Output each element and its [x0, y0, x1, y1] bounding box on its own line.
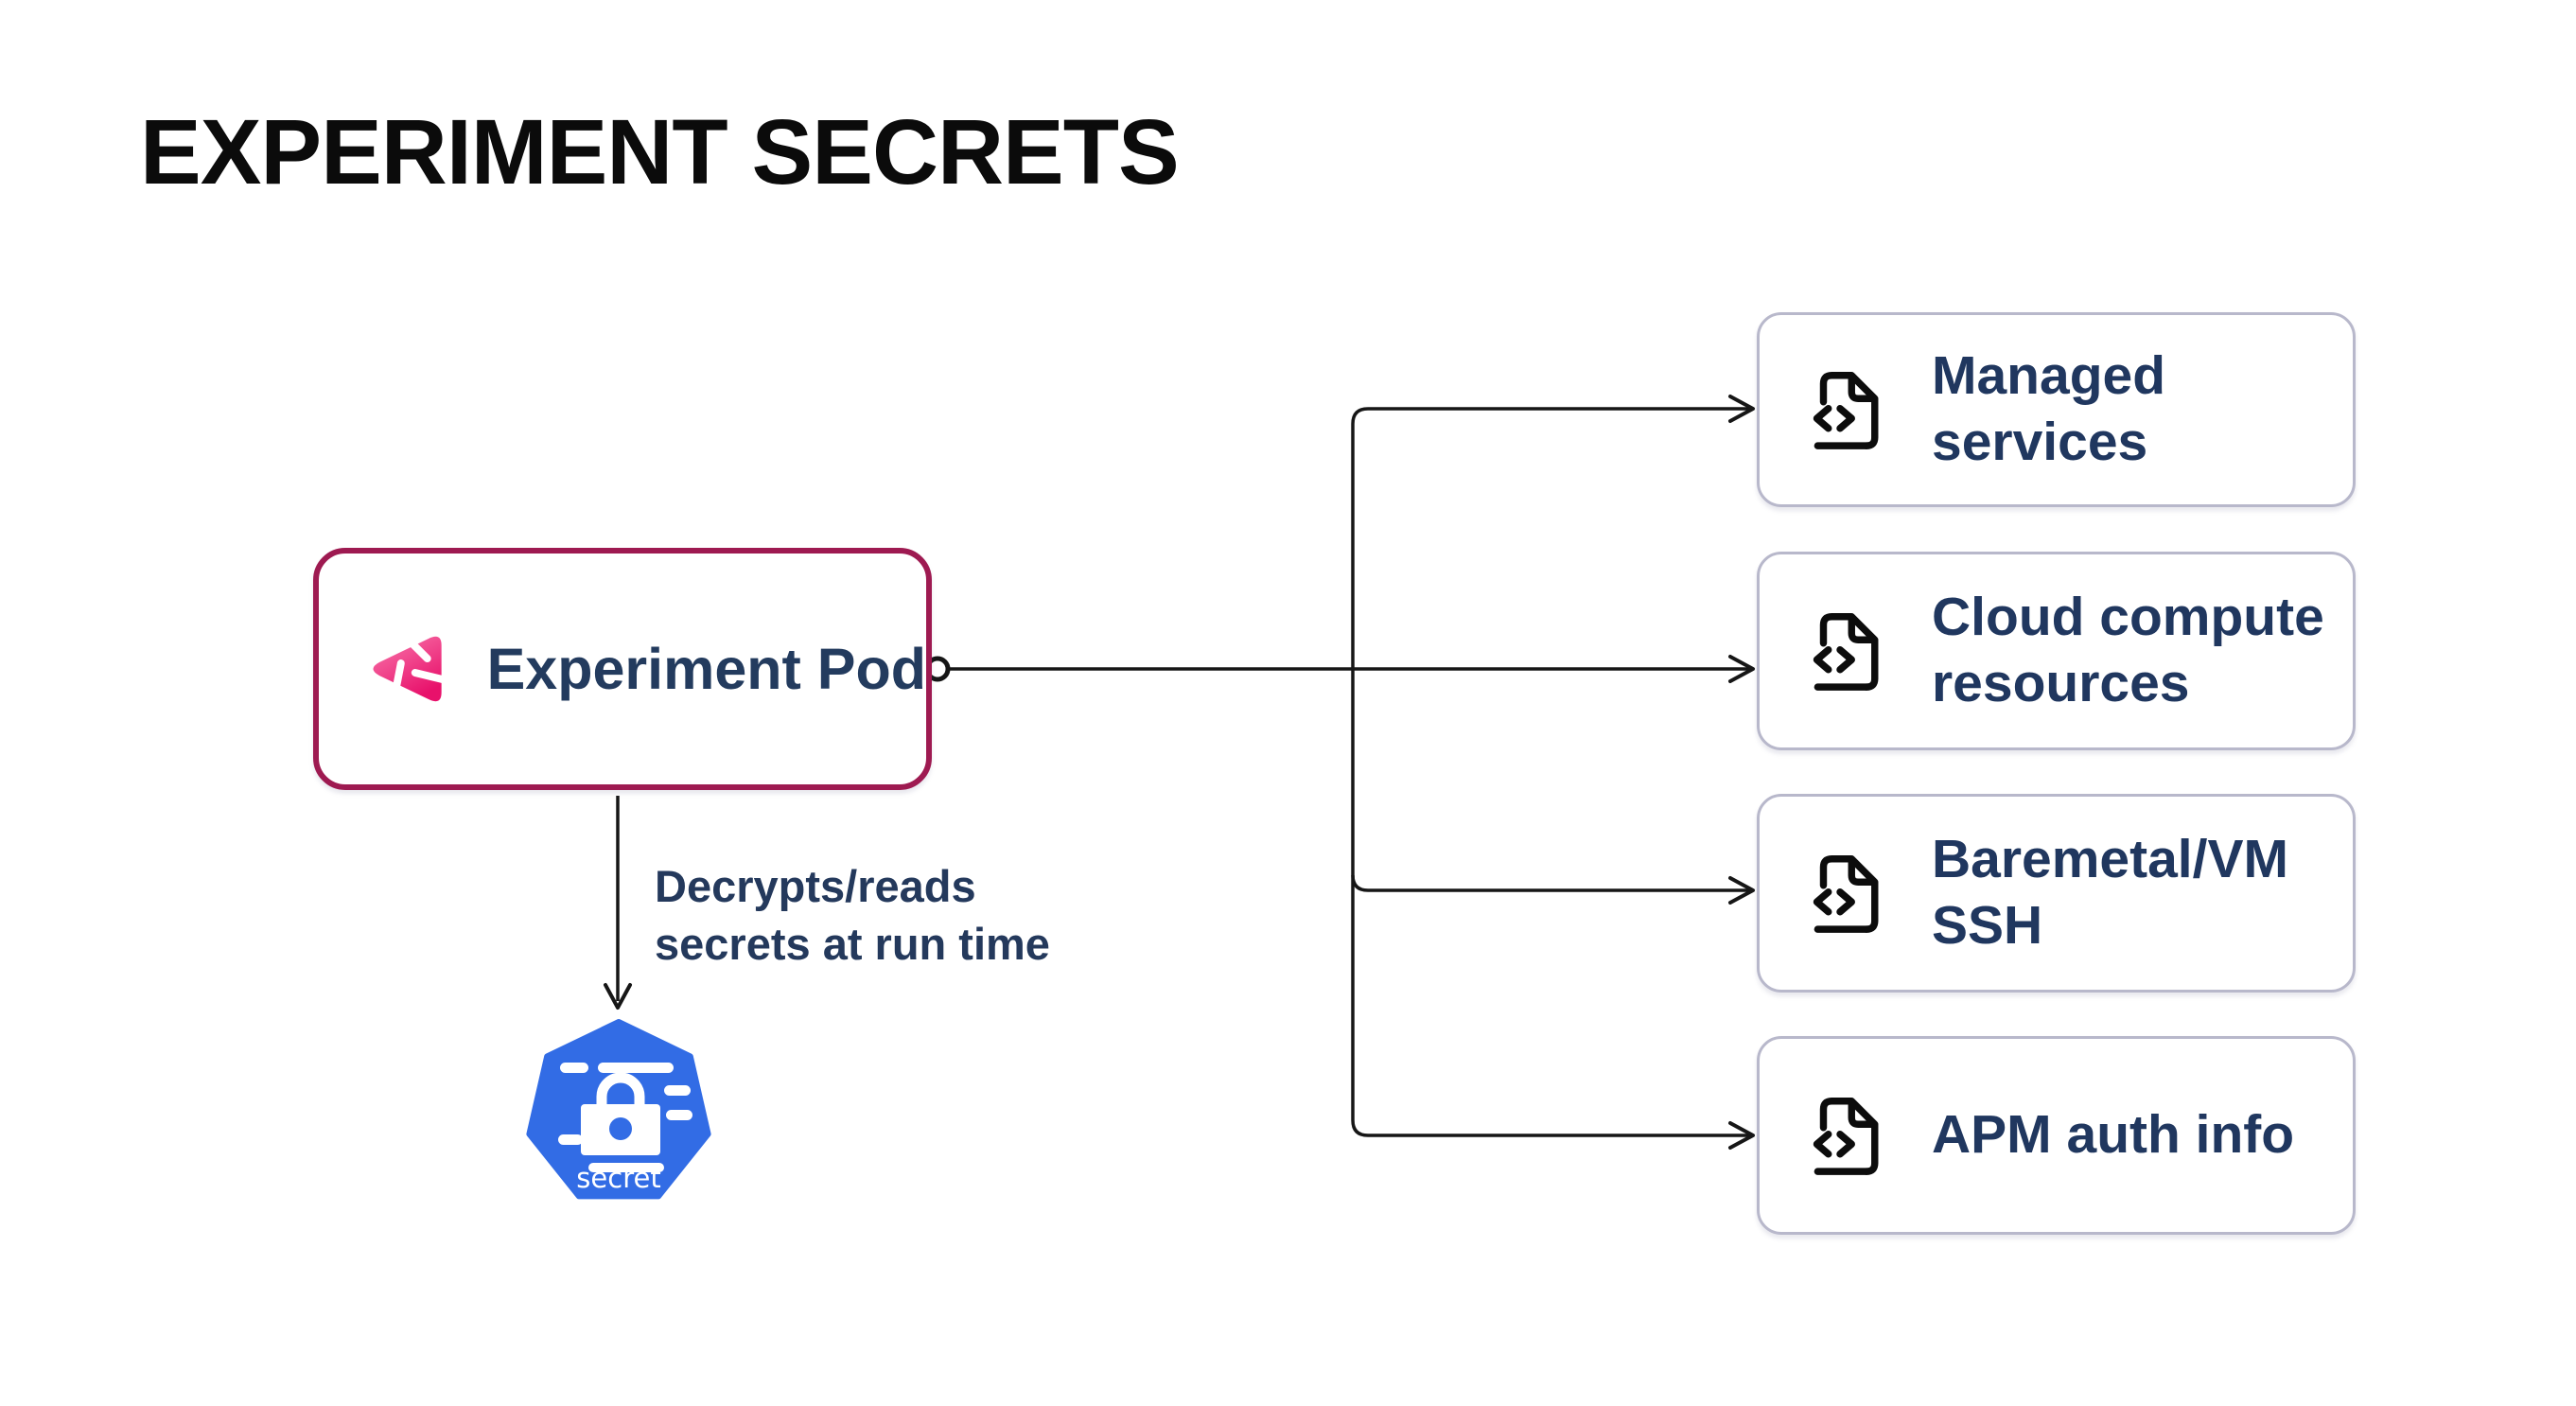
secret-label: secret: [576, 1162, 660, 1194]
lock-shackle: [596, 1072, 645, 1108]
arrowhead-secret: [604, 983, 632, 1010]
target-managed-services[interactable]: Managed services: [1757, 312, 2356, 507]
page-title: EXPERIMENT SECRETS: [140, 100, 1180, 203]
target-baremetal-vm-ssh[interactable]: Baremetal/VM SSH: [1757, 794, 2356, 993]
connector-branch-top: [1351, 407, 1750, 1120]
experiment-pod-label: Experiment Pod: [486, 637, 926, 701]
target-label: Cloud compute resources: [1932, 587, 2324, 713]
target-cloud-compute[interactable]: Cloud compute resources: [1757, 552, 2356, 750]
lock-keyhole: [609, 1117, 632, 1140]
target-label: APM auth info: [1932, 1104, 2295, 1166]
arrowhead-apm: [1728, 1121, 1755, 1150]
target-apm-auth-info[interactable]: APM auth info: [1757, 1036, 2356, 1235]
file-code-icon: [1813, 854, 1879, 933]
edge-annotation: Decrypts/reads secrets at run time: [655, 861, 1050, 970]
file-code-icon: [1813, 1097, 1879, 1175]
experiment-pod-node[interactable]: Experiment Pod: [313, 548, 932, 790]
chaos-pod-logo-icon: [373, 635, 447, 702]
file-code-icon: [1813, 612, 1879, 691]
arrowhead-baremetal: [1728, 876, 1755, 905]
arrowhead-managed-services: [1728, 395, 1755, 423]
connector-branch-third: [1351, 874, 1750, 892]
arrowhead-cloud-compute: [1728, 655, 1755, 683]
kubernetes-secret-node[interactable]: secret: [524, 1019, 713, 1208]
target-label: Managed services: [1932, 345, 2166, 472]
connector-branch-bottom: [1351, 1119, 1750, 1137]
kubernetes-secret-icon: secret: [526, 1019, 711, 1200]
file-code-icon: [1813, 371, 1879, 449]
target-label: Baremetal/VM SSH: [1932, 829, 2288, 956]
